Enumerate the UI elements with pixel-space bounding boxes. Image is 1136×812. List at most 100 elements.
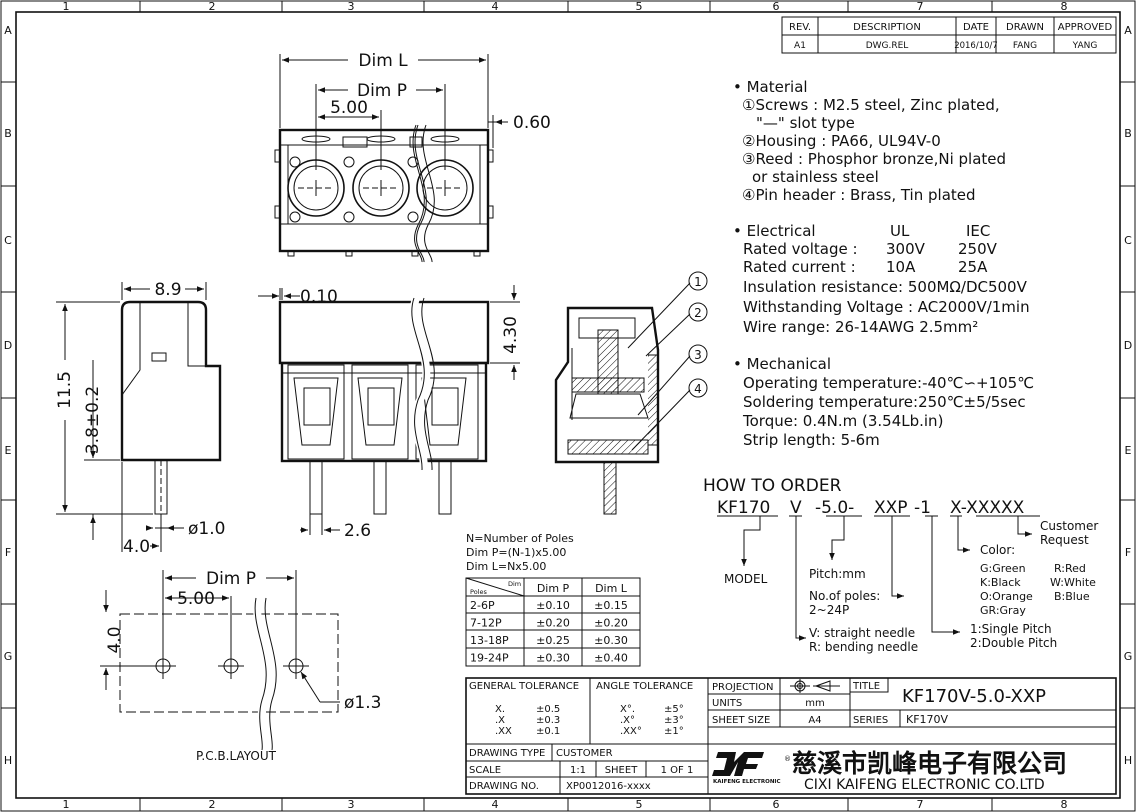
frame-row-label-right: B: [1124, 127, 1132, 140]
pin-offset-dimension: 4.0: [123, 537, 150, 557]
insulation-resistance: Insulation resistance: 500MΩ/DC500V: [743, 278, 1028, 296]
front-view-dimensions: 0.10 4.30 2.6: [258, 285, 521, 541]
color-black: K:Black: [980, 576, 1021, 589]
tolerance-row-dim-l: ±0.20: [594, 617, 628, 630]
frame-col-label-top: 2: [209, 0, 216, 13]
frame-row-label-left: D: [4, 339, 12, 352]
spec-material: • Material ①Screws : M2.5 steel, Zinc pl…: [733, 78, 1006, 204]
general-tolerance-label: GENERAL TOLERANCE: [469, 681, 579, 692]
company-logo: KAIFENG ELECTRONIC: [712, 752, 781, 785]
tolerance-row-dim-l: ±0.40: [594, 652, 628, 665]
frame-row-label-right: D: [1124, 339, 1132, 352]
series-value: KF170V: [906, 713, 949, 726]
frame-col-label-bottom: 8: [1061, 798, 1068, 811]
general-tolerance-key: .XX: [495, 726, 512, 737]
rev-value-date: 2016/10/7: [954, 41, 998, 51]
frame-row-label-left: H: [4, 754, 12, 767]
sheet-value: 1 OF 1: [661, 765, 694, 776]
general-tolerance-value: ±0.3: [536, 715, 560, 726]
logo-subtitle: KAIFENG ELECTRONIC: [713, 779, 781, 785]
rated-current-iec: 25A: [958, 258, 988, 276]
table-corner-dim: Dim: [508, 580, 521, 588]
frame-row-label-right: G: [1124, 650, 1133, 663]
single-pitch: 1:Single Pitch: [970, 622, 1052, 636]
dim-p-label: Dim P: [357, 81, 407, 101]
top-offset-dimension: 0.10: [300, 287, 338, 307]
color-green: G:Green: [980, 562, 1026, 575]
formula-line-3: Dim L=Nx5.00: [466, 560, 546, 573]
pole-tolerance-table: Dim Poles Dim P Dim L 2-6P±0.10±0.157-12…: [465, 577, 641, 667]
pitch-dimension: 5.00: [330, 98, 368, 118]
angle-tolerance-value: ±5°: [664, 704, 684, 715]
order-code-series: KF170: [717, 498, 770, 518]
tolerance-row-poles: 7-12P: [470, 617, 502, 630]
rev-value-drawn: FANG: [1013, 41, 1037, 51]
pin-gap-dimension: 2.6: [344, 521, 371, 541]
color-orange: O:Orange: [980, 590, 1033, 603]
frame-row-label-left: A: [4, 24, 12, 37]
frame-col-label-top: 8: [1061, 0, 1068, 13]
company-name-en: CIXI KAIFENG ELECTRONIC CO.LTD: [804, 777, 1045, 793]
callout-1: 1: [694, 275, 702, 289]
mechanical-line-2: Soldering temperature:250℃±5/5sec: [743, 393, 1026, 411]
material-line-4: ③Reed : Phosphor bronze,Ni plated: [742, 150, 1006, 168]
mechanical-heading: • Mechanical: [733, 355, 831, 373]
tolerance-row-poles: 13-18P: [470, 634, 509, 647]
order-code-color-request: X-XXXXX: [950, 498, 1025, 518]
order-code-poles: XXP: [874, 498, 908, 518]
pcb-pitch-dimension: 5.00: [177, 589, 215, 609]
frame-row-label-left: B: [4, 127, 12, 140]
frame-col-label-top: 6: [773, 0, 780, 13]
rated-voltage-iec: 250V: [958, 240, 998, 258]
mechanical-line-4: Strip length: 5-6m: [743, 431, 880, 449]
rev-header-drawn: DRAWN: [1006, 22, 1044, 33]
model-label: MODEL: [724, 572, 768, 586]
poles-range: 2~24P: [809, 603, 849, 617]
pcb-dimensions: Dim P 5.00 4.0 ø1.3 P.C.B.LAYOUT: [100, 569, 381, 763]
sheet-size-label: SHEET SIZE: [712, 715, 770, 726]
sheet-size-value: A4: [808, 715, 821, 726]
series-label: SERIES: [853, 715, 888, 726]
spec-electrical: • Electrical UL IEC Rated voltage : 300V…: [733, 222, 1030, 336]
v-option: V: straight needle: [809, 626, 915, 640]
height-top-dimension: 4.30: [501, 316, 521, 354]
callout-2-circle: [688, 302, 708, 322]
rev-value-approved: YANG: [1072, 41, 1098, 51]
units-value: mm: [805, 698, 824, 709]
offset-dimension: 0.60: [513, 113, 551, 133]
color-white: W:White: [1050, 576, 1096, 589]
customer-label: Customer: [1040, 519, 1098, 533]
table-header-dim-p: Dim P: [537, 582, 570, 595]
company-name-cn: 慈溪市凯峰电子有限公司: [792, 749, 1067, 778]
pcb-layout: [119, 597, 339, 751]
projection-symbol-icon: [790, 679, 840, 693]
title-label: TITLE: [852, 681, 880, 692]
tolerance-row-dim-p: ±0.10: [536, 599, 570, 612]
tolerance-row-dim-p: ±0.25: [536, 634, 570, 647]
width-dimension: 8.9: [154, 280, 181, 300]
electrical-iec-column: IEC: [966, 222, 990, 240]
drawing-no-value: XP0012016-xxxx: [566, 781, 651, 792]
frame-col-label-top: 5: [636, 0, 643, 13]
tolerance-row-poles: 2-6P: [470, 599, 495, 612]
drawing-type-label: DRAWING TYPE: [469, 748, 545, 759]
pcb-hole-dimension: ø1.3: [344, 693, 381, 713]
general-tolerance-key: X.: [495, 704, 505, 715]
color-gray: GR:Gray: [980, 604, 1026, 617]
wire-range: Wire range: 26-14AWG 2.5mm²: [743, 318, 978, 336]
formula-line-2: Dim P=(N-1)x5.00: [466, 546, 566, 559]
pcb-layout-label: P.C.B.LAYOUT: [196, 749, 277, 763]
rev-value-rev: A1: [794, 41, 806, 51]
frame-col-label-top: 7: [917, 0, 924, 13]
rev-header-date: DATE: [963, 22, 989, 33]
callout-3: 3: [694, 348, 702, 362]
height-total-dimension: 11.5: [55, 371, 75, 409]
sheet-label: SHEET: [605, 765, 639, 776]
units-label: UNITS: [712, 698, 742, 709]
frame-row-label-right: E: [1125, 444, 1132, 457]
dim-l-label: Dim L: [358, 51, 408, 71]
order-code-pitch-type: -1: [914, 498, 931, 518]
double-pitch: 2:Double Pitch: [970, 636, 1057, 650]
angle-tolerance-key: .X°: [620, 715, 635, 726]
